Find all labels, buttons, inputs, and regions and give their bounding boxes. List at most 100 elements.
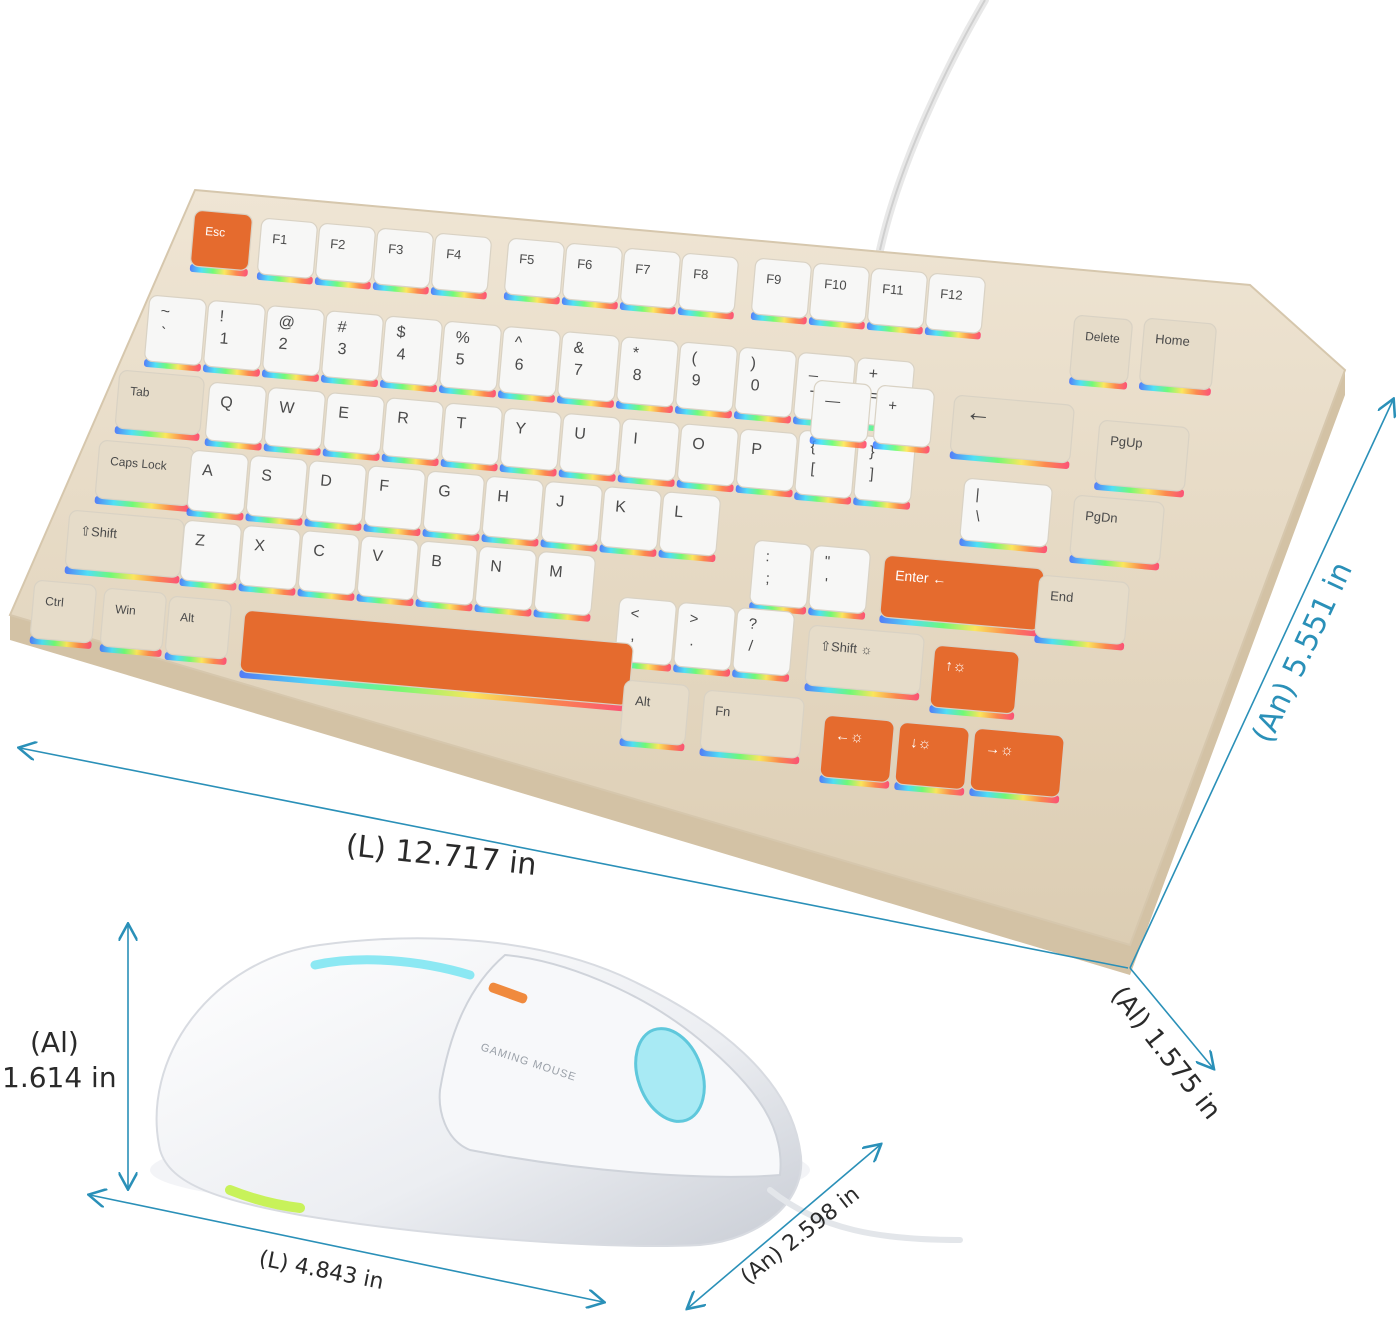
key-i: I bbox=[617, 418, 680, 487]
key-f11-label: F11 bbox=[882, 281, 905, 298]
key-ctrl-label: Ctrl bbox=[45, 594, 65, 610]
key-minus-label: — bbox=[825, 392, 841, 410]
mouse-height-label-value: 1.614 in bbox=[2, 1061, 117, 1094]
key-a-label: A bbox=[202, 462, 214, 480]
key-num-0: ~` bbox=[143, 295, 207, 372]
key-c-label: C bbox=[313, 542, 326, 560]
key-num-6-label: ^ bbox=[514, 334, 523, 352]
key-f2-label: F2 bbox=[330, 236, 346, 252]
key-backslash-sub-label: \ bbox=[975, 508, 981, 525]
mouse-dpi-button[interactable] bbox=[487, 981, 528, 1004]
keyboard-width-line bbox=[1129, 400, 1393, 969]
key-fn: Fn bbox=[699, 690, 805, 765]
key-home: Home bbox=[1138, 318, 1217, 396]
key-q-label: Q bbox=[220, 394, 234, 412]
key-enter: Enter ← bbox=[879, 555, 1045, 637]
key-home-punct-0-label: : bbox=[765, 548, 771, 565]
key-m-label: M bbox=[549, 563, 564, 581]
key-num-12-label: + bbox=[868, 365, 879, 383]
key-num-1: !1 bbox=[202, 300, 266, 377]
key-f: F bbox=[363, 465, 426, 537]
key-f5: F5 bbox=[503, 238, 565, 305]
key-l: L bbox=[658, 491, 721, 563]
key-rshift: ⇧Shift ☼ bbox=[804, 625, 925, 701]
key-f6-label: F6 bbox=[577, 256, 593, 272]
key-f9: F9 bbox=[750, 258, 812, 325]
key-f6: F6 bbox=[561, 243, 623, 310]
key-num-6-sub-label: 6 bbox=[514, 356, 524, 374]
mouse-scroll-wheel[interactable] bbox=[624, 1019, 717, 1131]
key-num-8: *8 bbox=[615, 336, 679, 414]
key-n: N bbox=[474, 546, 537, 617]
key-p: P bbox=[735, 428, 798, 498]
key-esc-label: Esc bbox=[205, 224, 226, 240]
key-f4: F4 bbox=[430, 233, 492, 300]
key-h: H bbox=[481, 476, 544, 547]
key-a: A bbox=[186, 450, 249, 521]
mouse-width-line bbox=[688, 1145, 880, 1308]
key-arrow-right: →☼ bbox=[969, 728, 1065, 804]
keyboard-height-label: (Al) 1.575 in bbox=[1104, 981, 1226, 1126]
key-t: T bbox=[440, 402, 503, 472]
key-w-label: W bbox=[279, 399, 296, 417]
key-bottom-punct-2: ?/ bbox=[732, 607, 795, 682]
key-bracket-0-sub-label: [ bbox=[810, 460, 816, 477]
key-f7: F7 bbox=[619, 248, 681, 315]
key-bottom-punct-0-sub-label: , bbox=[630, 627, 636, 644]
key-g: G bbox=[422, 470, 485, 542]
key-p-label: P bbox=[751, 441, 763, 459]
key-arrow-right-label: →☼ bbox=[985, 740, 1015, 759]
key-num-11-sub-label: - bbox=[809, 382, 816, 399]
key-caps: Caps Lock bbox=[94, 440, 195, 512]
keyboard-cable bbox=[876, 0, 989, 254]
key-arrow-up-label: ↑☼ bbox=[945, 657, 968, 676]
key-ctrl: Ctrl bbox=[29, 580, 97, 649]
key-l-label: L bbox=[674, 504, 684, 522]
key-d: D bbox=[304, 460, 367, 531]
key-bottom-punct-2-label: ? bbox=[748, 615, 758, 633]
key-t-label: T bbox=[456, 415, 467, 433]
keyboard-length-line bbox=[20, 748, 1129, 969]
key-lalt: Alt bbox=[164, 596, 232, 665]
key-pgdn-label: PgDn bbox=[1085, 508, 1119, 526]
key-win: Win bbox=[99, 588, 167, 657]
key-plus-label: + bbox=[888, 397, 898, 415]
key-space bbox=[239, 610, 634, 712]
key-plus: + bbox=[872, 385, 935, 454]
key-r: R bbox=[381, 397, 444, 467]
key-bracket-0: {[ bbox=[794, 430, 857, 505]
key-num-2-label: @ bbox=[278, 313, 296, 331]
key-end-label: End bbox=[1050, 588, 1074, 605]
key-u: U bbox=[558, 413, 621, 482]
key-g-label: G bbox=[438, 483, 452, 501]
key-x-label: X bbox=[254, 537, 266, 555]
key-lalt-label: Alt bbox=[180, 610, 196, 625]
key-o-label: O bbox=[692, 436, 706, 454]
key-f10-label: F10 bbox=[824, 276, 848, 293]
key-z: Z bbox=[179, 520, 242, 591]
key-num-0-label: ~ bbox=[160, 303, 171, 321]
dimension-lines bbox=[20, 400, 1393, 1308]
key-pgup-label: PgUp bbox=[1110, 433, 1144, 451]
key-backslash-label: | bbox=[975, 486, 980, 503]
key-b-label: B bbox=[431, 553, 443, 571]
key-e: E bbox=[322, 392, 385, 461]
key-num-1-label: ! bbox=[219, 308, 225, 325]
key-ralt-label: Alt bbox=[635, 693, 652, 709]
key-num-7: &7 bbox=[556, 331, 620, 408]
key-v: V bbox=[356, 535, 419, 607]
key-o: O bbox=[676, 423, 739, 493]
key-f12: F12 bbox=[924, 273, 986, 340]
key-u-label: U bbox=[574, 425, 587, 443]
key-num-10: )0 bbox=[733, 347, 797, 424]
key-backspace-label: ← bbox=[964, 396, 993, 428]
key-r-label: R bbox=[397, 410, 410, 428]
key-num-5-sub-label: 5 bbox=[455, 351, 465, 369]
key-num-7-label: & bbox=[573, 339, 585, 357]
key-num-2: @2 bbox=[261, 305, 325, 382]
key-f3: F3 bbox=[372, 228, 434, 295]
key-f2: F2 bbox=[314, 223, 376, 290]
key-minus: — bbox=[809, 380, 872, 449]
keyboard-height-line bbox=[1129, 967, 1213, 1068]
